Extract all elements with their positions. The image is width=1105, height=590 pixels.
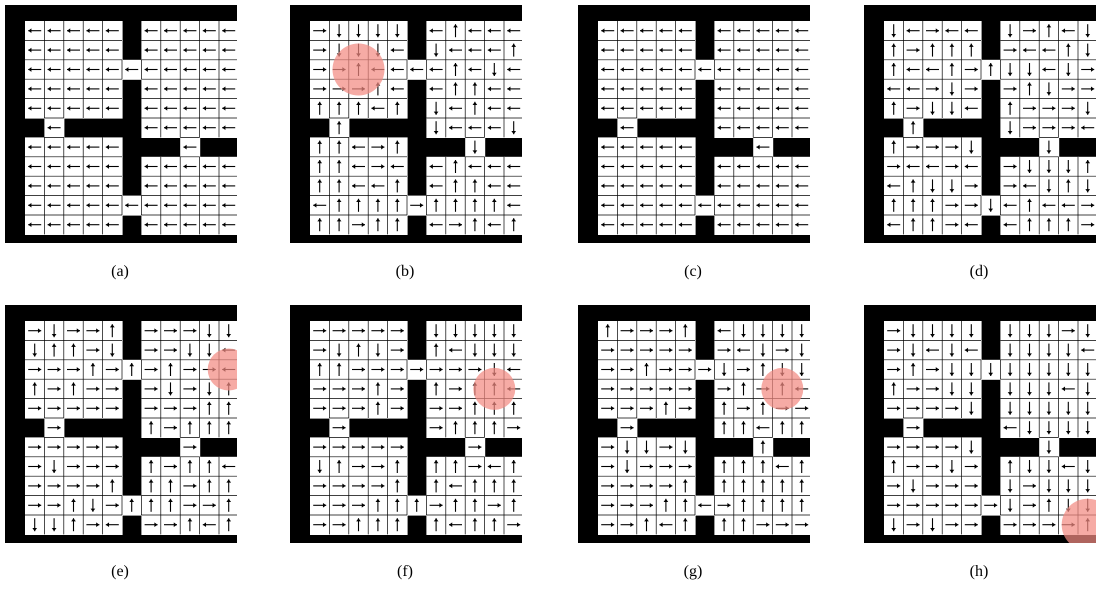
panel-f: (f) [290,305,520,545]
floor-cell [219,515,237,535]
goal-marker [761,368,803,410]
floor-cell [504,40,522,60]
floor-cell [219,476,237,496]
floor-cell [1078,40,1096,60]
gridworld-map [864,5,1096,243]
goal-marker [473,368,515,410]
floor-cell [1078,99,1096,119]
gridworld-map [290,305,522,543]
floor-cell [792,321,810,341]
gridworld-map [578,5,810,243]
panel-caption: (c) [578,263,808,281]
floor-cell [1078,360,1096,380]
floor-cell [219,418,237,438]
panel-caption: (f) [290,563,520,581]
floor-cell [1078,157,1096,177]
floor-cell [504,118,522,138]
floor-cell [792,457,810,477]
panel-g: (g) [578,305,808,545]
panel-d: (d) [864,5,1094,245]
floor-cell [792,418,810,438]
floor-cell [1078,176,1096,196]
panel-caption: (g) [578,563,808,581]
floor-cell [219,399,237,419]
floor-cell [1078,321,1096,341]
floor-cell [792,340,810,360]
panel-caption: (a) [5,263,235,281]
floor-cell [504,321,522,341]
goal-marker [333,44,385,96]
panel-caption: (e) [5,563,235,581]
panel-a: (a) [5,5,235,245]
floor-cell [219,496,237,516]
floor-cell [1078,379,1096,399]
panel-c: (c) [578,5,808,245]
floor-cell [1078,21,1096,41]
floor-cell [792,496,810,516]
floor-cell [1078,418,1096,438]
floor-cell [504,457,522,477]
floor-cell [504,340,522,360]
panel-e: (e) [5,305,235,545]
gridworld-map [5,305,237,543]
floor-cell [504,476,522,496]
floor-cell [1078,476,1096,496]
floor-cell [504,496,522,516]
panel-caption: (b) [290,263,520,281]
floor-cell [1078,457,1096,477]
panel-b: (b) [290,5,520,245]
panel-caption: (h) [864,563,1094,581]
panel-h: (h) [864,305,1094,545]
panel-caption: (d) [864,263,1094,281]
floor-cell [1078,399,1096,419]
gridworld-map [578,305,810,543]
floor-cell [219,321,237,341]
gridworld-map [864,305,1096,543]
floor-cell [504,215,522,235]
gridworld-map [290,5,522,243]
gridworld-map [5,5,237,243]
floor-cell [792,476,810,496]
